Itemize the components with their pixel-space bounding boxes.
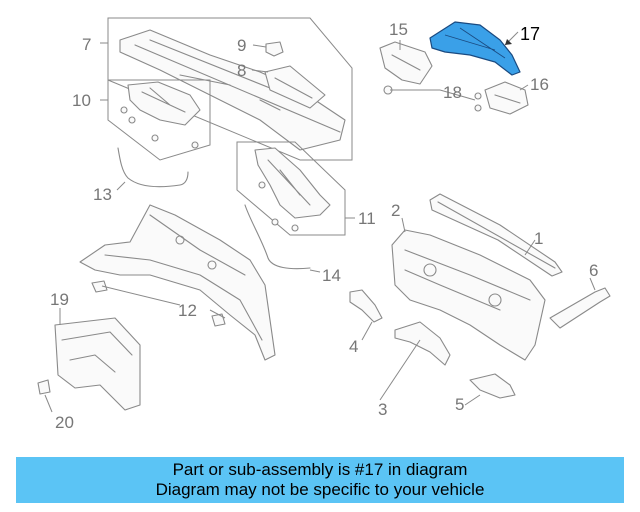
callout-15: 15 [389,20,408,39]
callout-18: 18 [443,83,462,102]
callout-19: 19 [50,290,69,309]
callout-20: 20 [55,413,74,432]
callout-8: 8 [237,61,246,80]
info-banner: Part or sub-assembly is #17 in diagram D… [16,457,624,503]
group-box-11 [236,141,346,236]
parts-diagram: 1 2 3 4 5 6 7 8 9 10 11 12 13 14 15 16 1… [37,17,611,432]
callout-3: 3 [378,400,387,419]
insulator-19 [54,317,141,411]
bracket-6 [549,287,611,329]
callout-10: 10 [72,91,91,110]
callout-6: 6 [589,261,598,280]
clip-18c [474,92,482,100]
callout-7: 7 [82,35,91,54]
banner-line-2: Diagram may not be specific to your vehi… [155,480,485,499]
bracket-11-assembly [254,147,331,232]
dash-panel-2 [391,229,546,361]
bracket-4 [349,289,383,323]
callout-11: 11 [358,209,376,228]
dash-panel-left [79,204,276,361]
cable-13 [117,147,189,188]
grommet-12 [91,280,226,327]
bracket-16 [484,81,529,115]
callout-4: 4 [349,337,358,356]
callout-16: 16 [530,75,549,94]
clip-9 [265,41,284,57]
callout-13: 13 [93,185,112,204]
bracket-3 [394,321,451,366]
cable-14 [244,204,311,270]
cowl-top-panel-1 [429,193,563,277]
bracket-10-assembly [120,81,201,149]
callout-12: 12 [178,301,197,320]
callout-5: 5 [455,395,464,414]
bracket-15 [379,41,433,85]
clip-18b [474,104,482,112]
callout-2: 2 [391,201,400,220]
callout-9: 9 [237,36,246,55]
callout-1: 1 [534,229,543,248]
clip-20 [37,379,51,395]
cowl-grille-panel [119,29,346,151]
callout-14: 14 [322,266,341,285]
bracket-5 [469,373,516,399]
cowl-cover-8 [264,65,326,109]
callout-17: 17 [520,24,540,44]
highlighted-part-17 [429,21,521,76]
group-box-10 [107,79,211,161]
banner-line-1: Part or sub-assembly is #17 in diagram [172,460,468,479]
